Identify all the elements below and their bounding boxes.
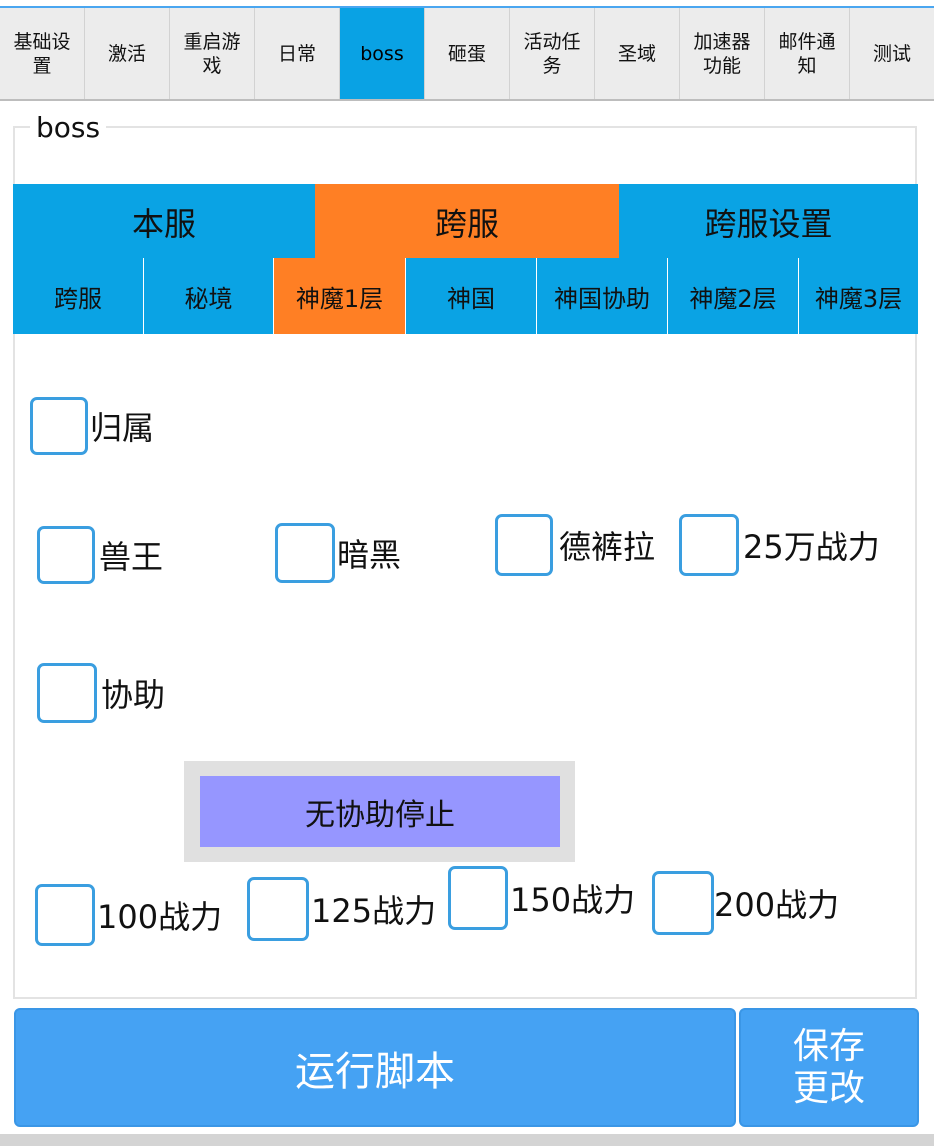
checkbox-dekula[interactable]: 德裤拉 — [495, 514, 655, 576]
checkbox-box[interactable] — [275, 523, 335, 583]
checkbox-anhei[interactable]: 暗黑 — [275, 523, 401, 583]
save-changes-button[interactable]: 保存 更改 — [739, 1008, 919, 1127]
tab-activate[interactable]: 激活 — [85, 8, 170, 99]
run-script-button[interactable]: 运行脚本 — [14, 1008, 736, 1127]
checkbox-label: 125战力 — [311, 892, 437, 930]
checkbox-guishu[interactable]: 归属 — [30, 397, 154, 455]
checkbox-box[interactable] — [30, 397, 88, 455]
checkbox-box[interactable] — [679, 514, 739, 576]
subtab-cross-server[interactable]: 跨服 — [13, 258, 144, 334]
checkbox-xiezhu[interactable]: 协助 — [37, 663, 165, 723]
tab-boss[interactable]: boss — [340, 8, 425, 99]
checkbox-label: 100战力 — [97, 898, 223, 936]
subtab-divine-kingdom[interactable]: 神国 — [406, 258, 537, 334]
tab-cross-server-settings[interactable]: 跨服设置 — [619, 184, 918, 260]
checkbox-box[interactable] — [37, 526, 95, 584]
bottom-edge — [0, 1134, 934, 1146]
checkbox-label: 150战力 — [510, 881, 636, 919]
tab-mail-notify[interactable]: 邮件通 知 — [765, 8, 850, 99]
checkbox-label: 兽王 — [99, 538, 164, 576]
subtab-secret-realm[interactable]: 秘境 — [144, 258, 274, 334]
checkbox-label: 归属 — [90, 409, 155, 447]
checkbox-label: 200战力 — [714, 886, 840, 924]
checkbox-power-150[interactable]: 150战力 — [448, 866, 635, 930]
stop-without-assist-button[interactable]: 无协助停止 — [200, 776, 560, 847]
checkbox-box[interactable] — [35, 884, 95, 946]
top-tab-bar: 基础设 置 激活 重启游 戏 日常 boss 砸蛋 活动任 务 圣域 加速器 功… — [0, 6, 934, 101]
checkbox-box[interactable] — [37, 663, 97, 723]
checkbox-label: 暗黑 — [337, 536, 402, 574]
checkbox-label: 德裤拉 — [559, 528, 656, 566]
tab-smash-egg[interactable]: 砸蛋 — [425, 8, 510, 99]
subtab-demon-floor-1[interactable]: 神魔1层 — [274, 258, 406, 334]
checkbox-box[interactable] — [247, 877, 309, 941]
tab-test[interactable]: 测试 — [850, 8, 934, 99]
server-tab-bar: 本服 跨服 跨服设置 — [13, 184, 918, 260]
checkbox-power-125[interactable]: 125战力 — [247, 877, 436, 941]
checkbox-label: 协助 — [101, 676, 166, 714]
subtab-demon-floor-3[interactable]: 神魔3层 — [799, 258, 918, 334]
checkbox-power-100[interactable]: 100战力 — [35, 884, 222, 946]
stop-button-frame: 无协助停止 — [184, 761, 575, 862]
tab-event-tasks[interactable]: 活动任 务 — [510, 8, 595, 99]
checkbox-power-25w[interactable]: 25万战力 — [679, 514, 880, 576]
tab-basic-settings[interactable]: 基础设 置 — [0, 8, 85, 99]
checkbox-box[interactable] — [495, 514, 553, 576]
cross-server-subtab-bar: 跨服 秘境 神魔1层 神国 神国协助 神魔2层 神魔3层 — [13, 258, 918, 334]
tab-accelerator[interactable]: 加速器 功能 — [680, 8, 765, 99]
checkbox-power-200[interactable]: 200战力 — [652, 871, 839, 935]
checkbox-label: 25万战力 — [743, 528, 880, 566]
checkbox-shouwang[interactable]: 兽王 — [37, 526, 163, 584]
subtab-demon-floor-2[interactable]: 神魔2层 — [668, 258, 799, 334]
group-title: boss — [30, 110, 107, 146]
checkbox-box[interactable] — [448, 866, 508, 930]
tab-sanctum[interactable]: 圣域 — [595, 8, 680, 99]
tab-cross-server[interactable]: 跨服 — [315, 184, 619, 260]
subtab-divine-kingdom-assist[interactable]: 神国协助 — [537, 258, 668, 334]
checkbox-box[interactable] — [652, 871, 714, 935]
tab-restart-game[interactable]: 重启游 戏 — [170, 8, 255, 99]
tab-daily[interactable]: 日常 — [255, 8, 340, 99]
tab-local-server[interactable]: 本服 — [13, 184, 315, 260]
